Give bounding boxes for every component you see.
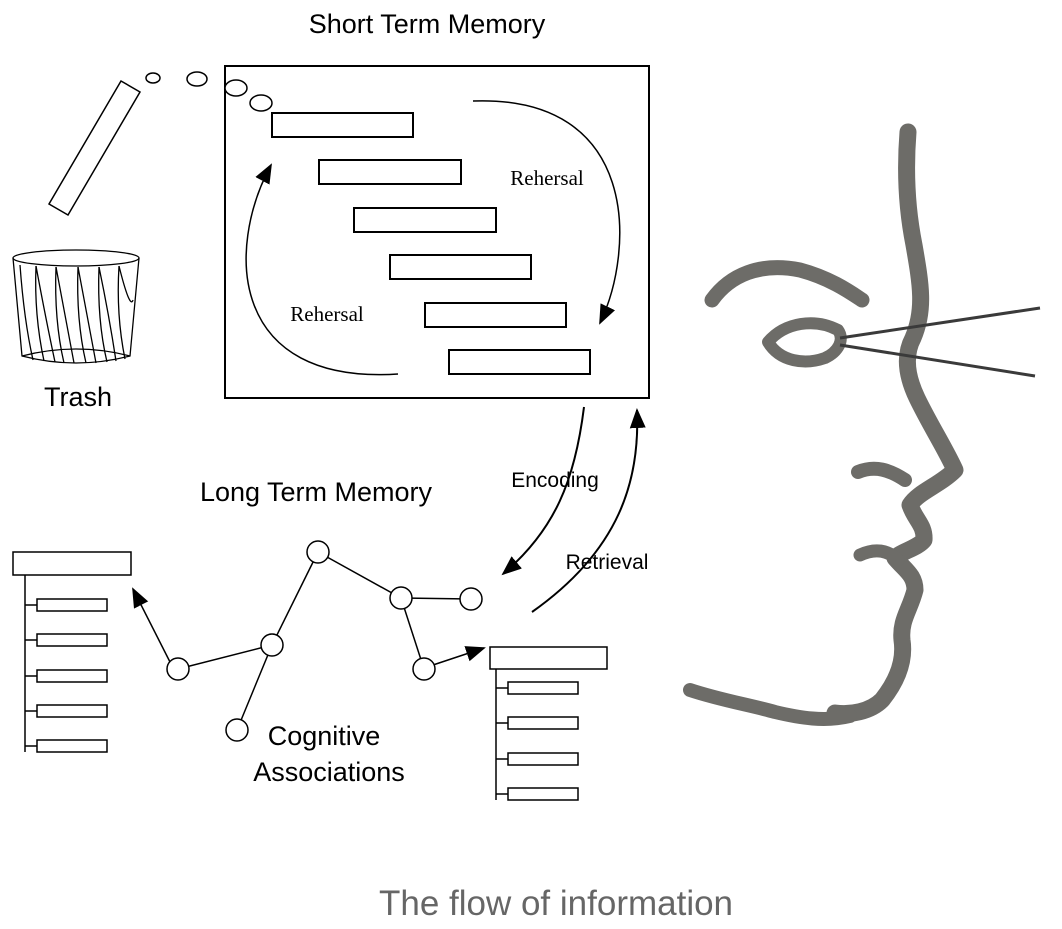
tree-child-node — [36, 633, 108, 647]
association-node — [459, 587, 483, 611]
association-node — [412, 657, 436, 681]
encoding-arrow — [501, 406, 585, 576]
encoding-label: Encoding — [511, 469, 599, 492]
association-arrow-right — [432, 646, 486, 666]
tree-root-node — [12, 551, 132, 576]
face-profile-line — [826, 123, 964, 723]
retrieval-label: Retrieval — [566, 551, 649, 574]
bubble — [224, 79, 248, 97]
association-node — [389, 586, 413, 610]
trash-can-icon — [12, 249, 140, 364]
retrieval-arrow — [531, 408, 646, 613]
association-network — [132, 551, 486, 731]
trash-label: Trash — [44, 382, 112, 412]
rehearsal-right-arrow — [472, 100, 621, 325]
rehearsal-left-arrow — [245, 163, 399, 376]
association-node — [225, 718, 249, 742]
tree-child-node — [36, 739, 108, 753]
stm-item — [353, 207, 497, 233]
tree-child-node — [507, 716, 579, 730]
cognitive-label-line2: Associations — [253, 757, 405, 787]
face-eyebrow — [704, 260, 870, 308]
stm-box — [224, 65, 650, 399]
tree-child-node — [507, 681, 579, 695]
stm-item — [318, 159, 462, 185]
discarded-item — [47, 79, 142, 217]
face-lower-lip — [853, 544, 905, 567]
diagram-caption: The flow of information — [379, 884, 733, 923]
sight-lines — [839, 306, 1041, 378]
bubble — [145, 72, 161, 84]
stm-item — [271, 112, 414, 138]
ltm-tree-right — [489, 646, 608, 801]
rehearsal-left-label: Rehersal — [290, 302, 364, 326]
tree-child-node — [36, 704, 108, 718]
association-node — [260, 633, 284, 657]
thought-bubbles — [145, 71, 273, 112]
association-arrow-left — [132, 587, 171, 663]
association-nodes — [166, 540, 483, 742]
face-profile-illustration — [683, 123, 964, 726]
stm-item — [389, 254, 532, 280]
tree-child-node — [507, 787, 579, 801]
stm-title: Short Term Memory — [309, 9, 546, 39]
bubble — [249, 94, 273, 112]
tree-child-node — [36, 669, 108, 683]
tree-child-node — [507, 752, 579, 766]
tree-child-node — [36, 598, 108, 612]
stm-items — [271, 112, 591, 375]
face-jaw — [683, 683, 857, 726]
rehearsal-right-label: Rehersal — [510, 166, 584, 190]
ltm-title: Long Term Memory — [200, 477, 433, 507]
face-eye — [762, 317, 847, 368]
tree-root-node — [489, 646, 608, 670]
association-node — [306, 540, 330, 564]
association-node — [166, 657, 190, 681]
bubble — [186, 71, 208, 87]
ltm-tree-left — [12, 551, 132, 753]
stm-item — [448, 349, 591, 375]
face-upper-lip — [851, 461, 912, 487]
cognitive-label-line1: Cognitive — [268, 721, 381, 751]
stm-item — [424, 302, 567, 328]
